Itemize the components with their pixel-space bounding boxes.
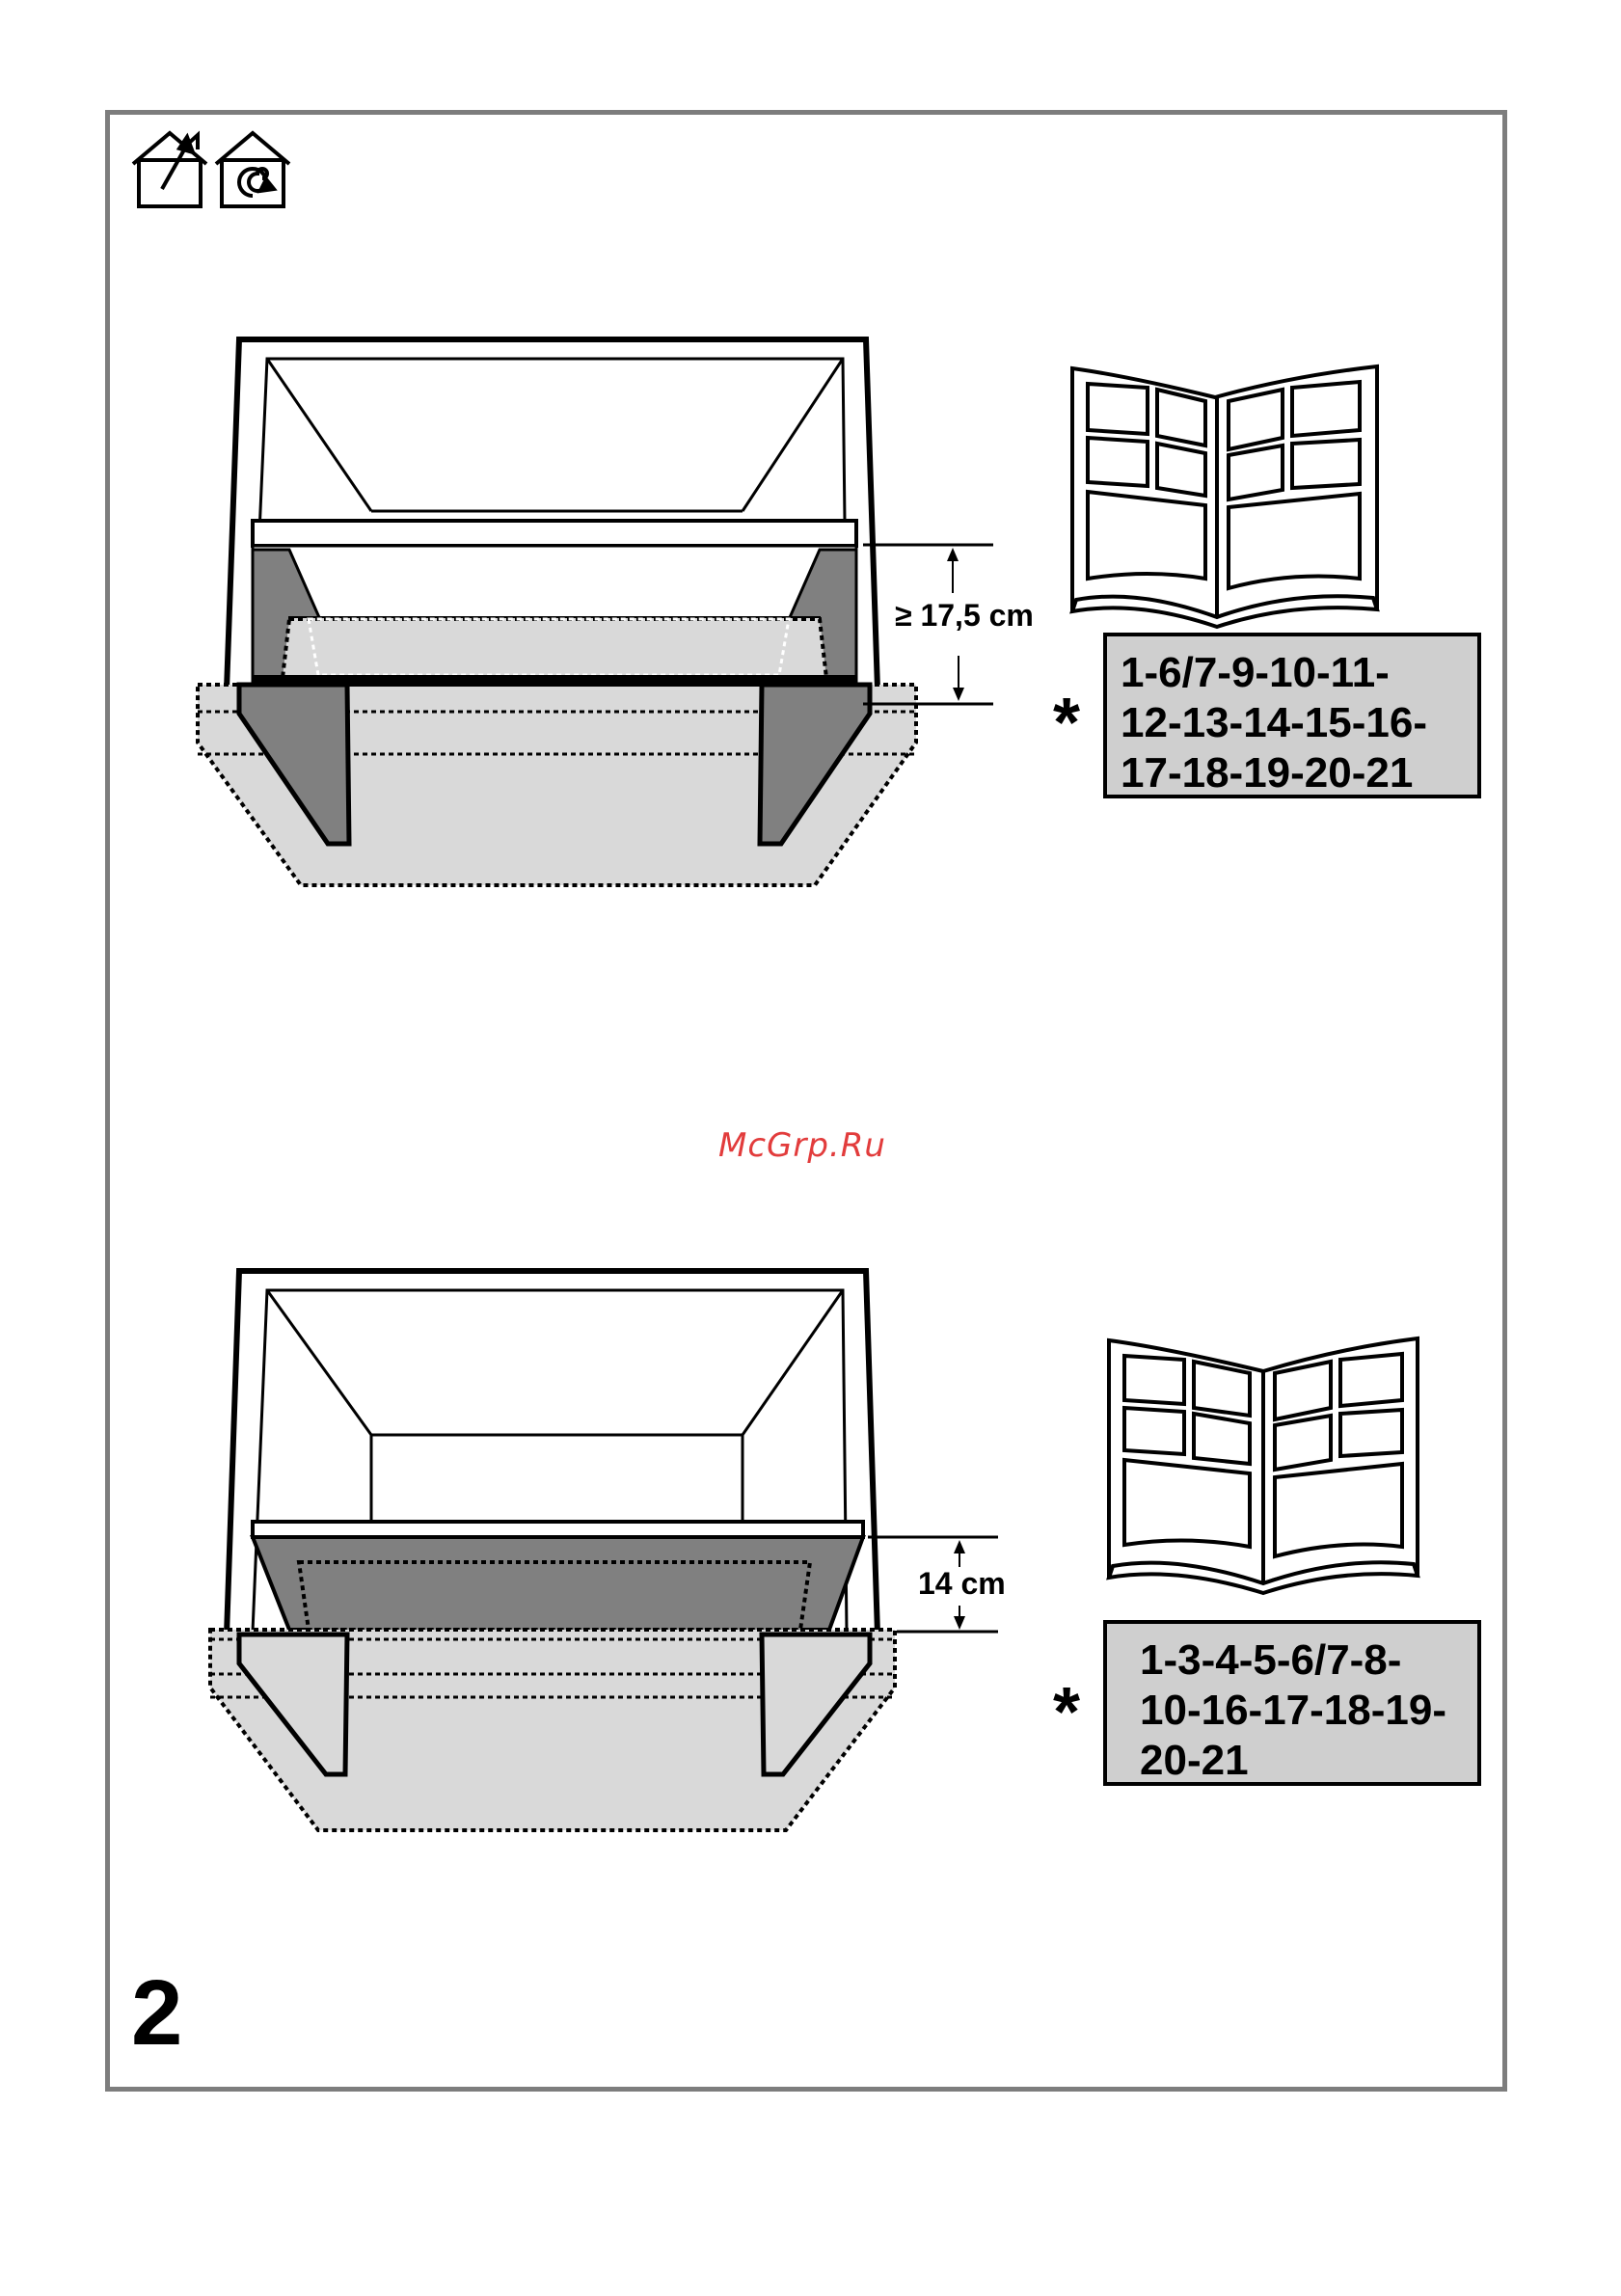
- reference-line: 17-18-19-20-21: [1121, 748, 1477, 798]
- bottom-dimension-label: 14 cm: [918, 1566, 1006, 1602]
- top-dimension-label: ≥ 17,5 cm: [895, 598, 1034, 634]
- reference-line: 1-6/7-9-10-11-: [1121, 648, 1477, 698]
- bottom-cabinet-diagram: [210, 1271, 998, 1830]
- reference-line: 1-3-4-5-6/7-8-: [1140, 1635, 1477, 1686]
- bottom-reference-box: 1-3-4-5-6/7-8- 10-16-17-18-19- 20-21: [1103, 1620, 1481, 1786]
- asterisk-marker: *: [1053, 1678, 1080, 1747]
- top-reference-box: 1-6/7-9-10-11- 12-13-14-15-16- 17-18-19-…: [1103, 633, 1481, 798]
- reference-line: 20-21: [1140, 1736, 1477, 1786]
- house-exhaust-vent-icon: [133, 133, 206, 206]
- top-cabinet-diagram: [198, 339, 993, 885]
- house-recirculation-icon: [216, 133, 289, 206]
- page-number: 2: [131, 1967, 182, 2060]
- manual-book-icon: [1109, 1338, 1418, 1593]
- asterisk-marker: *: [1053, 689, 1080, 758]
- reference-line: 10-16-17-18-19-: [1140, 1686, 1477, 1736]
- manual-book-icon: [1072, 366, 1377, 627]
- watermark: McGrp.Ru: [718, 1126, 886, 1165]
- reference-line: 12-13-14-15-16-: [1121, 698, 1477, 748]
